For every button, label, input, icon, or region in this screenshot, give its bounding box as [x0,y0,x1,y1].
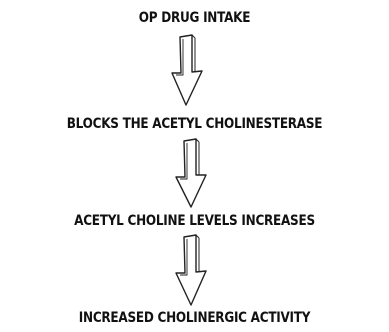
step-blocks-acetyl-cholinesterase: BLOCKS THE ACETYL CHOLINESTERASE [66,116,323,132]
down-arrow-icon [175,138,207,208]
down-arrow-icon [171,34,203,106]
step-acetyl-choline-levels-increases: ACETYL CHOLINE LEVELS INCREASES [74,213,315,229]
step-op-drug-intake: OP DRUG INTAKE [138,10,251,26]
step-increased-cholinergic-activity: INCREASED CHOLINERGIC ACTIVITY [78,310,311,326]
down-arrow-icon [175,234,207,306]
